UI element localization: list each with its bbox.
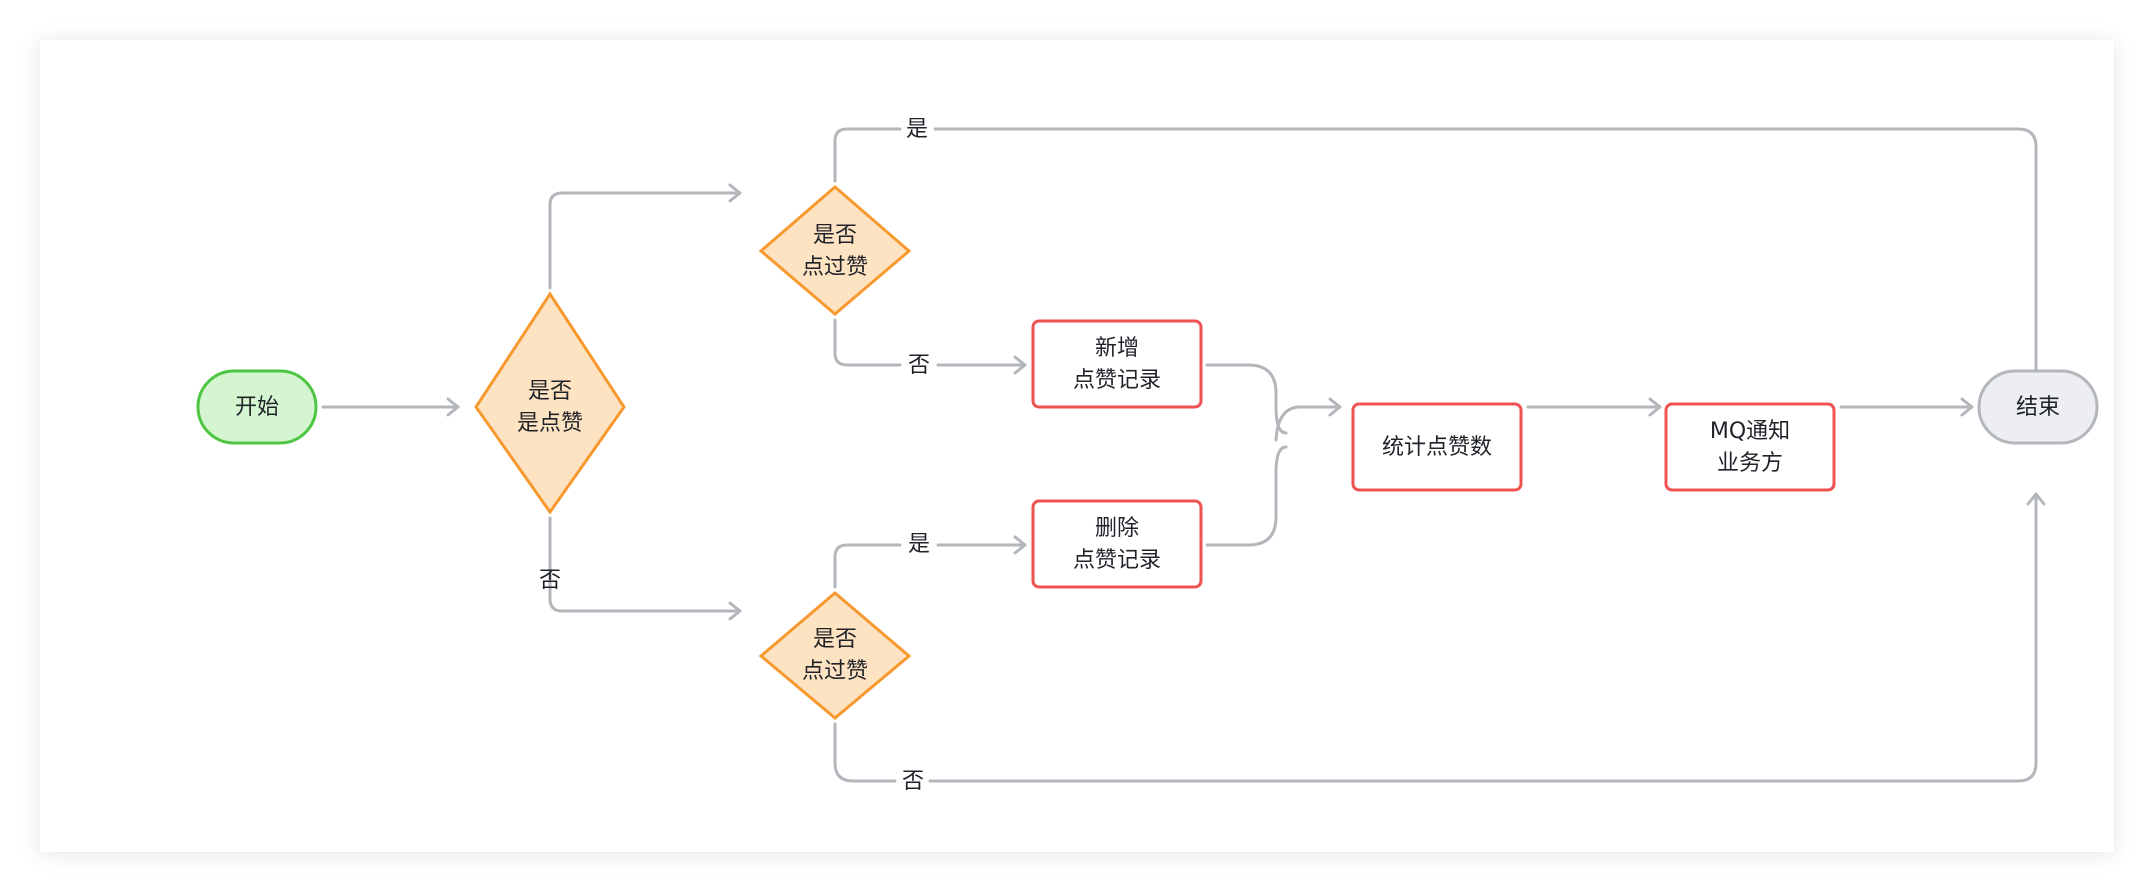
edge-liked-no (548, 516, 742, 613)
decision-upper-line-1: 是否 (813, 223, 857, 248)
edge-upper-yes-to-end (833, 127, 902, 183)
decision-lower-diamond (758, 591, 912, 720)
edge-delete-to-count (1205, 445, 1288, 547)
arrowhead (1648, 397, 1662, 417)
edge-lower-no-to-end-2 (928, 492, 2038, 783)
decision-lower-line-1: 是否 (813, 627, 857, 652)
diagram-canvas: 是 否 是 否 是 否 开始 是否 是点赞 是否 点过赞 是否 点过赞 新增 点… (40, 40, 2114, 852)
arrowhead (728, 183, 742, 203)
node-decision-lower[interactable]: 是否 点过赞 (758, 591, 912, 720)
node-count-likes[interactable]: 统计点赞数 (1351, 402, 1523, 492)
node-decision-liked[interactable]: 是否 是点赞 (474, 291, 626, 515)
node-decision-upper[interactable]: 是否 点过赞 (758, 185, 912, 316)
node-delete-record[interactable]: 删除 点赞记录 (1031, 499, 1203, 589)
arrowhead (446, 397, 460, 417)
edge-lower-yes (833, 543, 902, 589)
count-likes-label: 统计点赞数 (1382, 435, 1492, 460)
add-record-box (1031, 319, 1203, 409)
arrowhead (2026, 492, 2046, 506)
arrowhead (728, 601, 742, 621)
decision-upper-line-2: 点过赞 (802, 255, 868, 280)
decision-lower-line-2: 点过赞 (802, 659, 868, 684)
arrowhead (1960, 397, 1974, 417)
edge-label-upper-yes: 是 (906, 117, 928, 142)
edge-lower-no-to-end (833, 722, 897, 783)
decision-liked-diamond (474, 291, 626, 515)
node-mq-notify[interactable]: MQ通知 业务方 (1664, 402, 1836, 492)
flowchart-svg: 是 否 是 否 是 否 开始 是否 是点赞 是否 点过赞 是否 点过赞 新增 点… (196, 117, 2099, 794)
start-terminal-shape (196, 369, 318, 445)
edge-upper-no (833, 318, 902, 367)
start-label: 开始 (235, 395, 279, 420)
mq-notify-line-2: 业务方 (1717, 451, 1783, 476)
add-record-line-1: 新增 (1095, 336, 1139, 361)
arrowhead (1013, 355, 1027, 375)
node-start[interactable]: 开始 (196, 369, 318, 445)
edge-label-lower-yes: 是 (908, 532, 930, 557)
decision-liked-line-1: 是否 (528, 379, 572, 404)
decision-liked-line-2: 是点赞 (517, 411, 583, 436)
add-record-line-2: 点赞记录 (1073, 368, 1161, 393)
node-end[interactable]: 结束 (1977, 369, 2099, 445)
edges (321, 127, 2046, 783)
end-terminal-shape (1977, 369, 2099, 445)
delete-record-line-2: 点赞记录 (1073, 548, 1161, 573)
edge-merge-to-count (1274, 405, 1342, 442)
edge-liked-yes (548, 191, 742, 290)
node-add-record[interactable]: 新增 点赞记录 (1031, 319, 1203, 409)
edge-upper-yes-to-end-2 (933, 127, 2038, 406)
mq-notify-box (1664, 402, 1836, 492)
arrowhead (1328, 397, 1342, 417)
edge-label-liked-no: 否 (539, 568, 561, 593)
end-label: 结束 (2016, 395, 2060, 420)
edge-add-to-count (1205, 363, 1288, 435)
count-likes-box (1351, 402, 1523, 492)
edge-label-lower-no: 否 (902, 769, 924, 794)
decision-upper-diamond (758, 185, 912, 316)
edge-label-upper-no: 否 (908, 353, 930, 378)
arrowhead (1013, 535, 1027, 555)
mq-notify-line-1: MQ通知 (1710, 419, 1790, 444)
delete-record-line-1: 删除 (1095, 516, 1139, 541)
delete-record-box (1031, 499, 1203, 589)
